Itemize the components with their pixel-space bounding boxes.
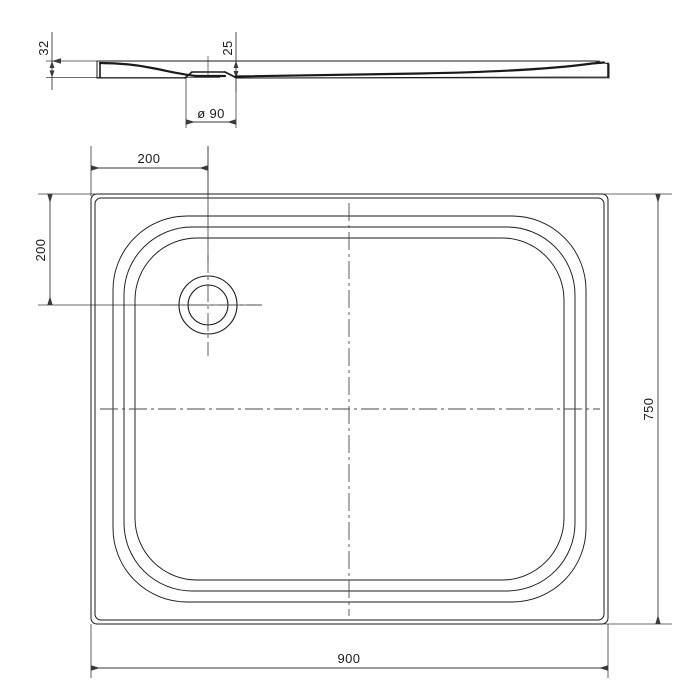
top-plan-view: 200 200 750	[33, 146, 672, 678]
dim-25-arrow-up	[233, 71, 239, 78]
side-section-view: 32 25	[36, 32, 610, 128]
plan-extension-lines-right	[604, 193, 672, 625]
dimension-height-32: 32	[36, 32, 61, 90]
tray-section-outline	[96, 60, 610, 79]
dimension-height-25: 25	[220, 32, 239, 92]
dim-25-arrow-down	[233, 61, 239, 68]
dim-label-offset-y: 200	[33, 239, 48, 262]
dimension-drain-offset-y: 200	[33, 194, 53, 305]
dim-label-offset-x: 200	[138, 151, 161, 166]
dim-label-height-32: 32	[36, 40, 51, 55]
section-drain-right-wall	[224, 71, 237, 79]
dim-label-drain-diameter: ø 90	[197, 106, 225, 121]
dim-32-arrow-down	[49, 61, 55, 68]
section-wall-sweep-right	[234, 61, 606, 78]
section-drain-left-wall	[184, 71, 193, 79]
dimension-drain-diameter: ø 90	[186, 106, 236, 125]
plan-center-lines	[100, 203, 600, 616]
plan-extension-lines-left	[38, 193, 262, 306]
dim-label-depth: 750	[641, 398, 656, 421]
tray-outer-edge-inner	[94, 197, 605, 621]
dimension-width-900: 900	[91, 651, 608, 671]
tray-outer-edge	[90, 193, 609, 625]
dimension-drain-offset-x: 200	[91, 151, 208, 171]
drain-outer-circle	[178, 275, 238, 335]
dim-label-height-25: 25	[220, 40, 235, 55]
dim-label-width: 900	[338, 651, 361, 666]
section-wall-sweep-left	[98, 61, 227, 78]
dimension-depth-750: 750	[641, 194, 661, 624]
dim-32-arrow-up	[49, 70, 55, 78]
